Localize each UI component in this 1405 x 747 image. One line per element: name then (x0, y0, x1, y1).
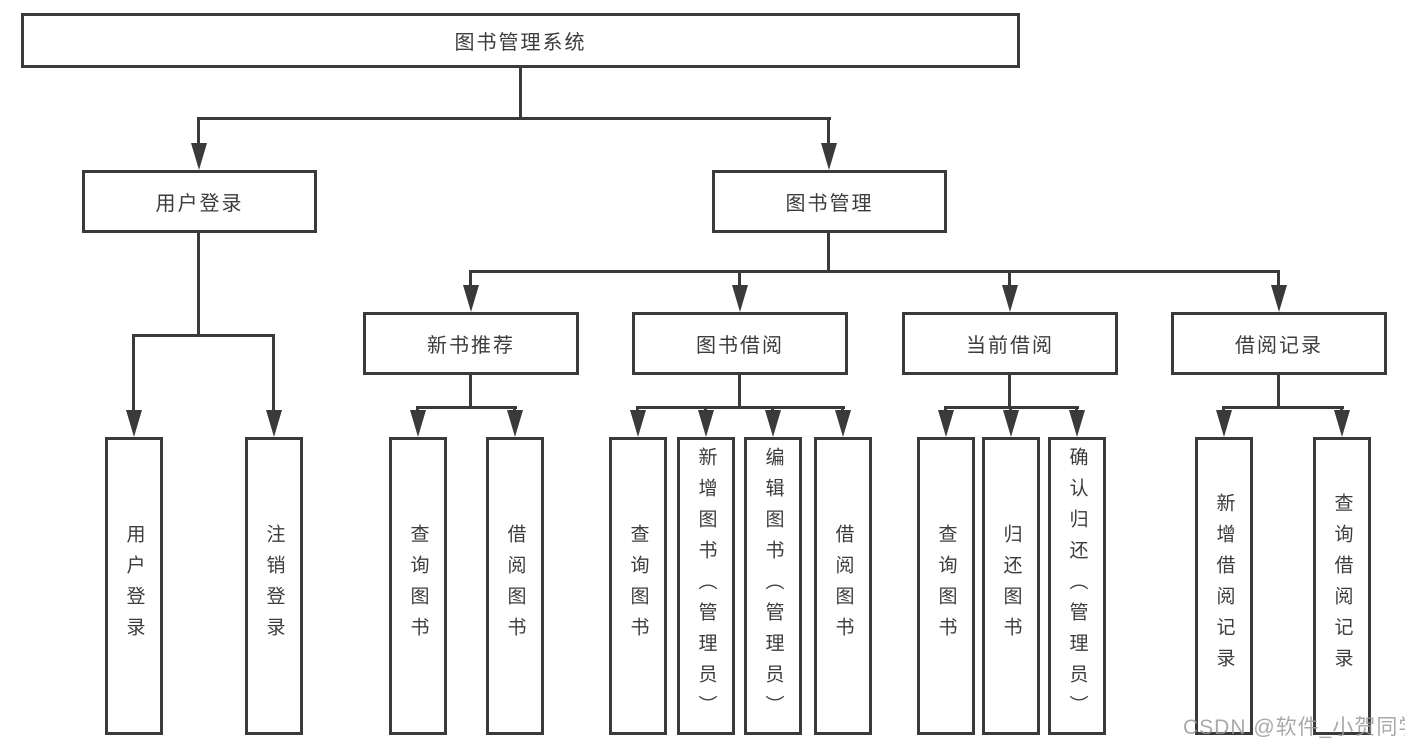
arrow-down-icon (765, 410, 781, 437)
watermark-text: CSDN @软件_小贺同学 (1183, 716, 1405, 739)
connector-line (519, 67, 522, 119)
connector-line (197, 117, 200, 147)
arrow-down-icon (1271, 285, 1287, 312)
connector-line (197, 233, 200, 337)
leaf-query-books: 查询图书 (389, 437, 447, 735)
leaf-query-books: 查询图书 (917, 437, 975, 735)
connector-line (827, 233, 830, 273)
connector-line (636, 406, 845, 409)
connector-line (1277, 270, 1280, 290)
connector-line (827, 117, 830, 147)
arrow-down-icon (698, 410, 714, 437)
node-user-login: 用户登录 (82, 170, 317, 233)
connector-line (198, 117, 831, 120)
arrow-down-icon (266, 410, 282, 437)
connector-line (738, 374, 741, 409)
arrow-down-icon (126, 410, 142, 437)
arrow-down-icon (1003, 410, 1019, 437)
node-book-management: 图书管理 (712, 170, 947, 233)
connector-line (738, 270, 741, 290)
connector-line (1222, 406, 1344, 409)
connector-line (272, 334, 275, 414)
connector-line (416, 406, 517, 409)
leaf-add-borrow-record: 新增借阅记录 (1195, 437, 1253, 735)
node-current-borrowing: 当前借阅 (902, 312, 1118, 375)
connector-line (132, 334, 275, 337)
connector-line (469, 270, 472, 290)
leaf-logout-login: 注销登录 (245, 437, 303, 735)
leaf-confirm-return-admin: 确认归还（管理员） (1048, 437, 1106, 735)
connector-line (1277, 374, 1280, 409)
connector-line (469, 374, 472, 409)
leaf-borrow-books: 借阅图书 (814, 437, 872, 735)
connector-line (132, 334, 135, 414)
leaf-return-books: 归还图书 (982, 437, 1040, 735)
connector-line (1008, 270, 1011, 290)
arrow-down-icon (938, 410, 954, 437)
arrow-down-icon (410, 410, 426, 437)
arrow-down-icon (732, 285, 748, 312)
node-book-borrowing: 图书借阅 (632, 312, 848, 375)
arrow-down-icon (1216, 410, 1232, 437)
arrow-down-icon (1334, 410, 1350, 437)
connector-line (1008, 374, 1011, 409)
node-borrowing-records: 借阅记录 (1171, 312, 1387, 375)
arrow-down-icon (507, 410, 523, 437)
leaf-query-borrow-record: 查询借阅记录 (1313, 437, 1371, 735)
arrow-down-icon (463, 285, 479, 312)
arrow-down-icon (835, 410, 851, 437)
node-new-book-recommendation: 新书推荐 (363, 312, 579, 375)
arrow-down-icon (630, 410, 646, 437)
arrow-down-icon (191, 143, 207, 170)
leaf-edit-books-admin: 编辑图书（管理员） (744, 437, 802, 735)
leaf-query-books: 查询图书 (609, 437, 667, 735)
leaf-user-login: 用户登录 (105, 437, 163, 735)
leaf-borrow-books: 借阅图书 (486, 437, 544, 735)
connector-line (469, 270, 1280, 273)
node-library-management-system: 图书管理系统 (21, 13, 1020, 68)
arrow-down-icon (821, 143, 837, 170)
arrow-down-icon (1002, 285, 1018, 312)
leaf-add-books-admin: 新增图书（管理员） (677, 437, 735, 735)
arrow-down-icon (1069, 410, 1085, 437)
